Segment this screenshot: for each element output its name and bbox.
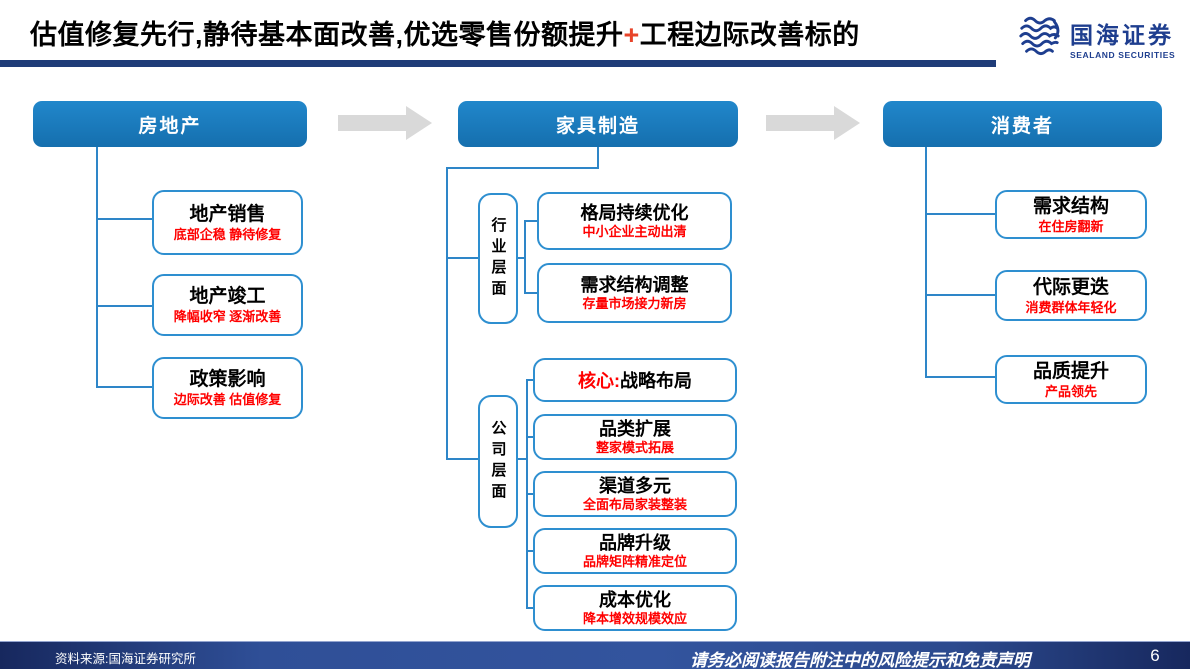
page-title-plus: +	[623, 20, 640, 50]
connector-line	[516, 458, 528, 460]
node-category-expansion: 品类扩展 整家模式拓展	[533, 414, 737, 460]
connector-line	[526, 550, 533, 552]
arrow-right-icon	[338, 106, 433, 140]
node-note: 边际改善 估值修复	[173, 392, 282, 408]
stage-furniture-manufacturing: 家具制造	[458, 101, 738, 147]
connector-line	[925, 294, 995, 296]
logo-name-en: SEALAND SECURITIES	[1070, 49, 1176, 60]
node-title: 代际更迭	[1032, 276, 1109, 298]
connector-line	[526, 607, 533, 609]
node-title: 成本优化	[599, 589, 671, 610]
connector-line	[524, 220, 526, 294]
node-cost-optimization: 成本优化 降本增效规模效应	[533, 585, 737, 631]
connector-line	[524, 220, 537, 222]
connector-line	[597, 147, 599, 168]
connector-line	[96, 305, 152, 307]
stage-consumer: 消费者	[883, 101, 1162, 147]
connector-line	[446, 257, 478, 259]
node-title: 政策影响	[189, 369, 266, 391]
page-title-pre: 估值修复先行,静待基本面改善,优选零售份额提升	[30, 20, 624, 50]
node-title: 品牌升级	[599, 532, 671, 553]
stage-real-estate: 房地产	[33, 101, 307, 147]
node-note: 中小企业主动出清	[582, 224, 687, 240]
sealand-wave-icon	[1016, 12, 1062, 63]
node-title: 品质提升	[1032, 360, 1109, 382]
node-note: 底部企稳 静待修复	[173, 226, 282, 242]
node-title: 地产竣工	[189, 286, 266, 308]
page-number: 6	[1150, 646, 1160, 665]
footer-source: 资料来源:国海证券研究所	[55, 652, 196, 666]
node-note: 产品领先	[1044, 383, 1097, 399]
node-note: 降幅收窄 逐渐改善	[173, 309, 282, 325]
core-title: 战略布局	[620, 371, 692, 391]
core-prefix: 核心:	[578, 371, 620, 391]
node-policy-impact: 政策影响 边际改善 估值修复	[152, 357, 303, 419]
node-title: 需求结构	[1032, 195, 1109, 217]
node-channel-diversification: 渠道多元 全面布局家装整装	[533, 471, 737, 517]
connector-line	[446, 167, 448, 460]
node-note: 降本增效规模效应	[582, 611, 687, 627]
node-generational-change: 代际更迭 消费群体年轻化	[995, 270, 1147, 321]
logo-name-cn: 国海证券	[1070, 21, 1174, 48]
node-title: 需求结构调整	[580, 274, 689, 295]
node-quality-improvement: 品质提升 产品领先	[995, 355, 1147, 404]
node-competitive-landscape: 格局持续优化 中小企业主动出清	[537, 192, 732, 250]
connector-line	[524, 292, 537, 294]
title-rule	[0, 60, 996, 67]
company-logo: 国海证券 SEALAND SECURITIES	[1016, 12, 1175, 63]
node-note: 消费群体年轻化	[1025, 299, 1117, 315]
page-title-post: 工程边际改善标的	[639, 20, 860, 50]
node-core-strategy: 核心:战略布局	[533, 358, 737, 402]
connector-line	[925, 376, 995, 378]
connector-line	[925, 213, 995, 215]
connector-line	[96, 386, 152, 388]
footer-bar: 资料来源:国海证券研究所 请务必阅读报告附注中的风险提示和免责声明 6	[0, 641, 1190, 669]
node-brand-upgrade: 品牌升级 品牌矩阵精准定位	[533, 528, 737, 574]
node-note: 在住房翻新	[1038, 218, 1104, 234]
node-title: 地产销售	[189, 203, 266, 225]
node-title: 格局持续优化	[580, 202, 689, 223]
node-demand-structure: 需求结构 在住房翻新	[995, 190, 1147, 239]
connector-line	[526, 436, 533, 438]
connector-line	[925, 147, 927, 377]
label-industry-level: 行业层面	[478, 193, 518, 324]
arrow-right-icon	[766, 106, 861, 140]
connector-line	[96, 218, 152, 220]
connector-line	[518, 257, 526, 259]
node-note: 整家模式拓展	[595, 440, 674, 456]
footer-disclaimer: 请务必阅读报告附注中的风险提示和免责声明	[690, 651, 1030, 669]
node-title: 品类扩展	[599, 418, 671, 439]
connector-line	[526, 493, 533, 495]
connector-line	[526, 379, 533, 381]
node-note: 全面布局家装整装	[582, 497, 687, 513]
label-company-level: 公司层面	[478, 395, 518, 528]
connector-line	[446, 167, 599, 169]
node-title: 核心:战略布局	[578, 367, 692, 393]
node-property-sales: 地产销售 底部企稳 静待修复	[152, 190, 303, 255]
node-title: 渠道多元	[599, 475, 671, 496]
page-title: 估值修复先行,静待基本面改善,优选零售份额提升+工程边际改善标的	[30, 13, 860, 52]
node-note: 存量市场接力新房	[582, 296, 687, 312]
connector-line	[96, 147, 98, 388]
node-note: 品牌矩阵精准定位	[582, 554, 687, 570]
node-property-completion: 地产竣工 降幅收窄 逐渐改善	[152, 274, 303, 336]
connector-line	[446, 458, 478, 460]
node-demand-structure-adjustment: 需求结构调整 存量市场接力新房	[537, 263, 732, 323]
